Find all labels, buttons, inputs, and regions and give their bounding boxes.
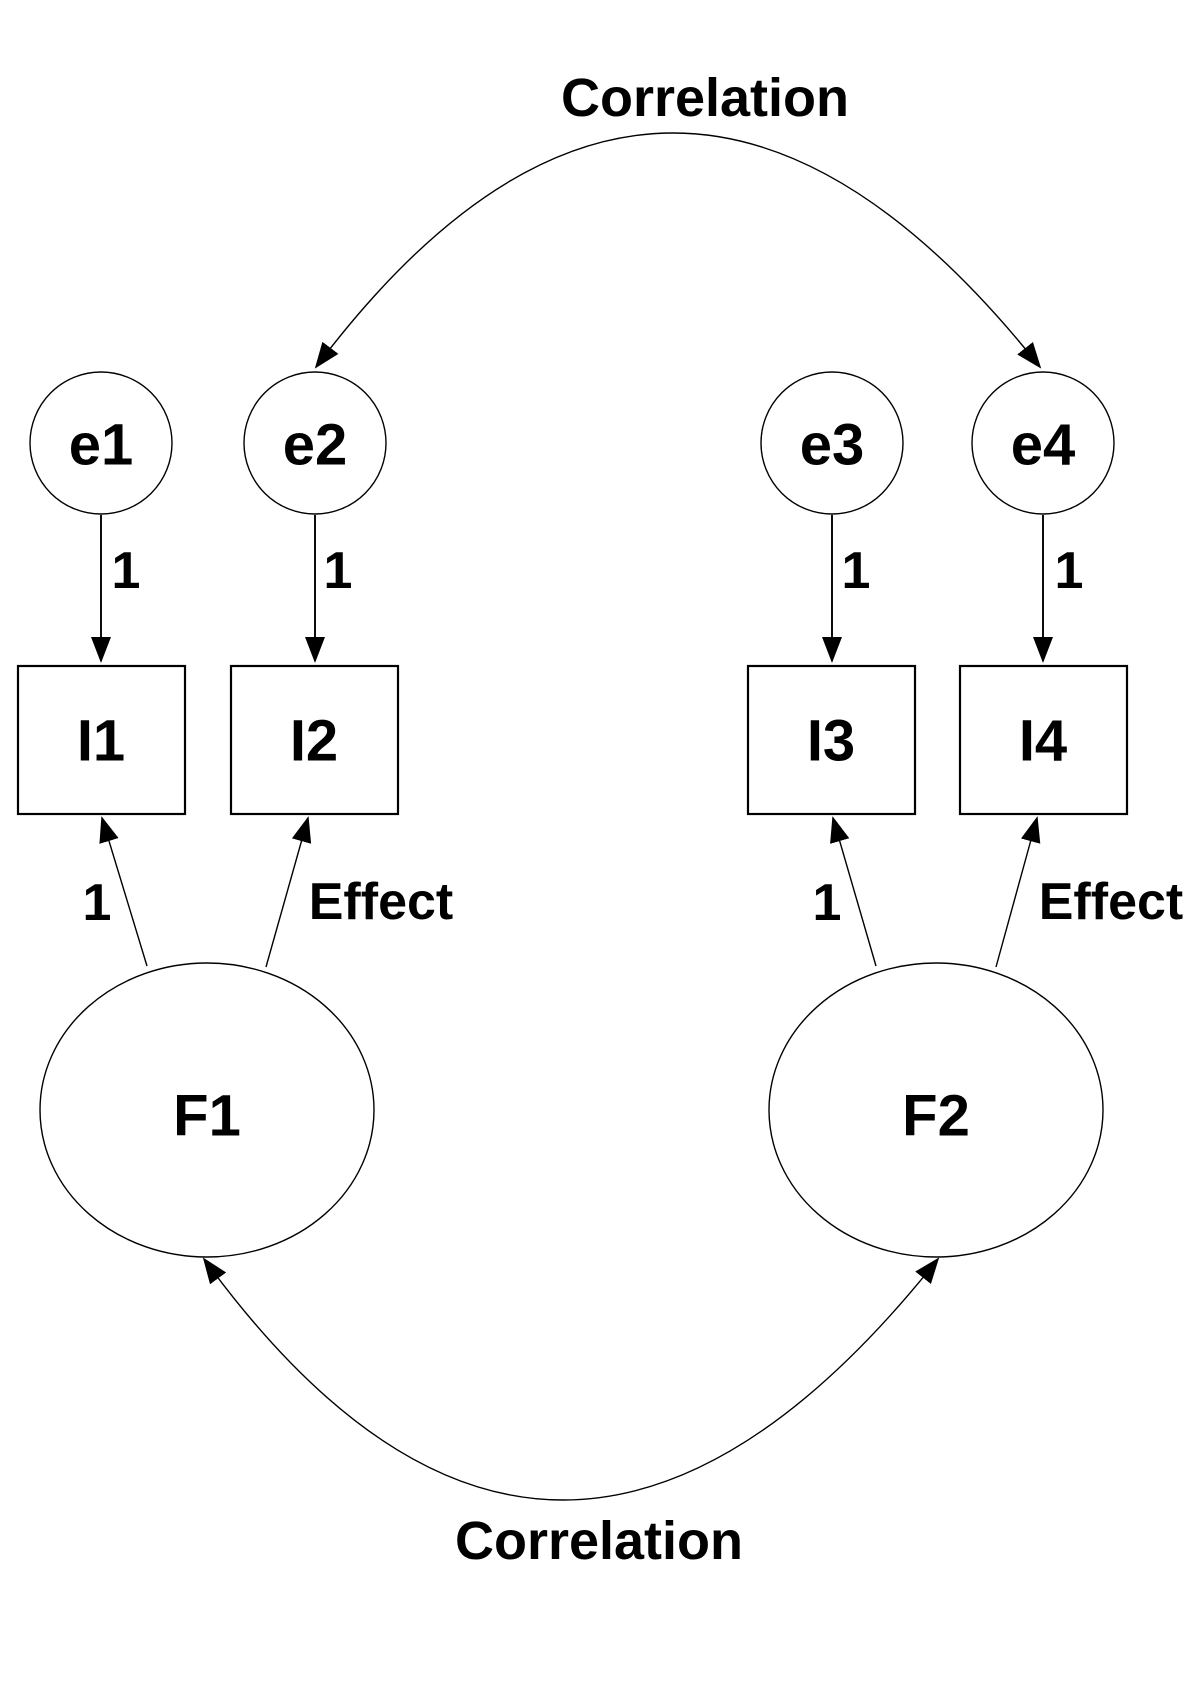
error-label-e3: e3	[800, 413, 865, 478]
arrow-f1-to-i1	[99, 816, 148, 967]
error-node-e4	[971, 371, 1115, 515]
indicator-label-i4: I4	[1019, 709, 1067, 774]
correlation-label-bottom: Correlation	[455, 1511, 743, 1571]
loading-label-e2: 1	[324, 542, 353, 600]
indicator-label-i3: I3	[807, 709, 855, 774]
indicator-label-i1: I1	[77, 709, 125, 774]
error-node-e1	[29, 371, 173, 515]
factor-label-f1: F1	[173, 1084, 241, 1149]
error-label-e4: e4	[1011, 413, 1076, 478]
loading-label-e1: 1	[112, 542, 141, 600]
arrow-f1-to-i2	[265, 816, 312, 968]
arrow-f2-to-i3	[830, 816, 877, 967]
error-label-e1: e1	[69, 413, 134, 478]
loading-label-f1-i1: 1	[83, 874, 112, 932]
loading-label-f2-i3: 1	[813, 874, 842, 932]
correlation-label-top: Correlation	[561, 68, 849, 128]
factor-node-f1	[39, 962, 375, 1258]
loading-label-e3: 1	[842, 542, 871, 600]
indicator-node-i1	[16, 664, 187, 816]
factor-label-f2: F2	[902, 1084, 970, 1149]
indicator-node-i4	[958, 664, 1129, 816]
error-node-e2	[243, 371, 387, 515]
factor-node-f2	[768, 962, 1104, 1258]
indicator-label-i2: I2	[290, 709, 338, 774]
error-node-e3	[760, 371, 904, 515]
error-label-e2: e2	[283, 413, 348, 478]
loading-label-f2-i4: Effect	[1039, 873, 1183, 931]
correlation-arrow-top	[314, 132, 1042, 369]
loading-label-f1-i2: Effect	[309, 873, 453, 931]
arrow-f2-to-i4	[995, 816, 1041, 968]
correlation-arrow-bottom	[202, 1257, 940, 1501]
indicator-node-i3	[746, 664, 917, 816]
indicator-node-i2	[229, 664, 400, 816]
loading-label-e4: 1	[1055, 542, 1084, 600]
